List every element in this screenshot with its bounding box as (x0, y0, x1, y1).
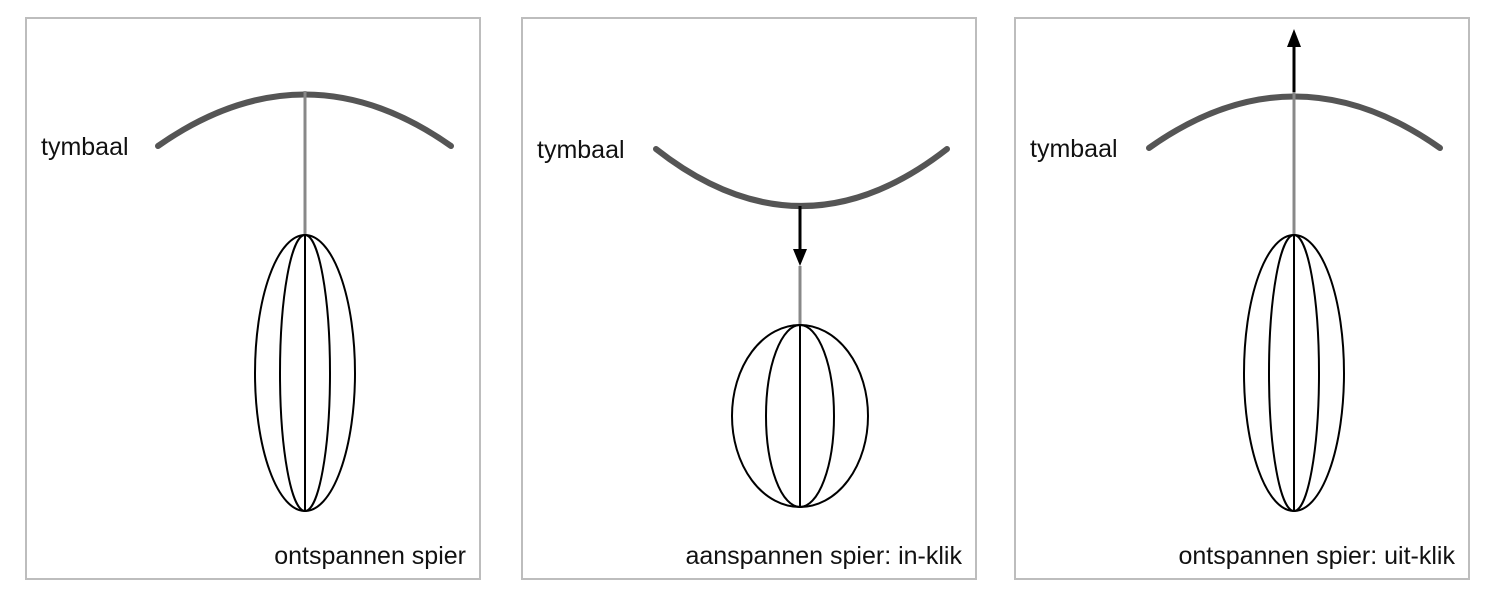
panel-relaxed-muscle: tymbaal ontspannen spier (25, 17, 481, 580)
motion-arrow-down-head (793, 249, 807, 266)
tymbal-label: tymbaal (41, 133, 129, 161)
panel-caption: aanspannen spier: in-klik (685, 542, 962, 570)
diagram-in-click (653, 146, 950, 508)
panel-caption: ontspannen spier: uit-klik (1178, 542, 1455, 570)
diagram-relaxed (155, 91, 454, 512)
panel-caption: ontspannen spier (274, 542, 466, 570)
diagram-out-click (1146, 29, 1443, 512)
muscle-elongated (1243, 234, 1345, 512)
tymbal-label: tymbaal (537, 136, 625, 164)
muscle-contracted (731, 324, 869, 508)
muscle-elongated (254, 234, 356, 512)
tymbal-membrane (653, 146, 950, 209)
panel-contracting-muscle: tymbaal aanspannen spier: in-klik (521, 17, 977, 580)
motion-arrow-up-head (1287, 29, 1301, 47)
panel-relaxed-out-click: tymbaal ontspannen spier: uit-klik (1014, 17, 1470, 580)
tymbal-label: tymbaal (1030, 135, 1118, 163)
